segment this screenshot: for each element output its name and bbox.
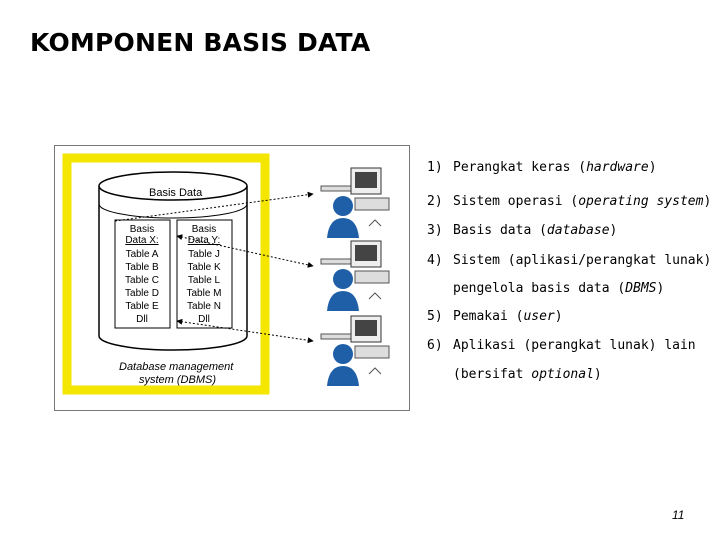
connector-line: [176, 318, 314, 344]
list-item: 3)Basis data (database): [427, 223, 618, 238]
db-y-header2: Data Y:: [188, 235, 221, 246]
user-workstation-icon: [320, 315, 390, 386]
db-x-table: Table C: [125, 275, 159, 286]
db-x-table: Table E: [125, 301, 159, 312]
page-title: KOMPONEN BASIS DATA: [30, 28, 371, 57]
connector-line: [114, 191, 314, 222]
user-workstation-icon: [320, 240, 390, 311]
db-y-header1: Basis: [192, 224, 216, 235]
list-item: 4)Sistem (aplikasi/perangkat lunak): [427, 253, 712, 268]
user-workstation-icon: [320, 167, 390, 238]
list-item: 1)Perangkat keras (hardware): [427, 160, 657, 175]
list-item: 2)Sistem operasi (operating system): [427, 194, 712, 209]
list-item: 5)Pemakai (user): [427, 309, 563, 324]
dbms-frame: [62, 153, 270, 395]
db-x-header2: Data X:: [125, 235, 158, 246]
db-y-table: Table M: [186, 288, 221, 299]
db-y-table: Table N: [187, 301, 221, 312]
dbms-label-line1: Database management: [119, 361, 234, 373]
cylinder-label: Basis Data: [149, 187, 203, 199]
db-y-table: Table K: [187, 262, 221, 273]
db-y-table: Dll: [198, 314, 210, 325]
db-y-table: Table L: [188, 275, 221, 286]
db-x-table: Dll: [136, 314, 148, 325]
list-item: 6)Aplikasi (perangkat lunak) lain: [427, 338, 696, 353]
page-number: 11: [672, 508, 685, 522]
dbms-diagram: Basis Data Basis Data X: Table A Table B…: [54, 145, 410, 411]
db-y-table: Table J: [188, 249, 220, 260]
dbms-label-line2: system (DBMS): [139, 374, 216, 386]
db-x-table: Table A: [126, 249, 159, 260]
dbms-diagram-svg: Basis Data Basis Data X: Table A Table B…: [62, 153, 390, 395]
db-x-box: [114, 219, 171, 329]
db-x-header1: Basis: [130, 224, 154, 235]
list-item-continuation: (bersifat optional): [453, 367, 602, 382]
connector-line: [176, 234, 314, 268]
db-x-table: Table D: [125, 288, 159, 299]
db-x-table: Table B: [125, 262, 159, 273]
list-item-continuation: pengelola basis data (DBMS): [453, 281, 665, 296]
